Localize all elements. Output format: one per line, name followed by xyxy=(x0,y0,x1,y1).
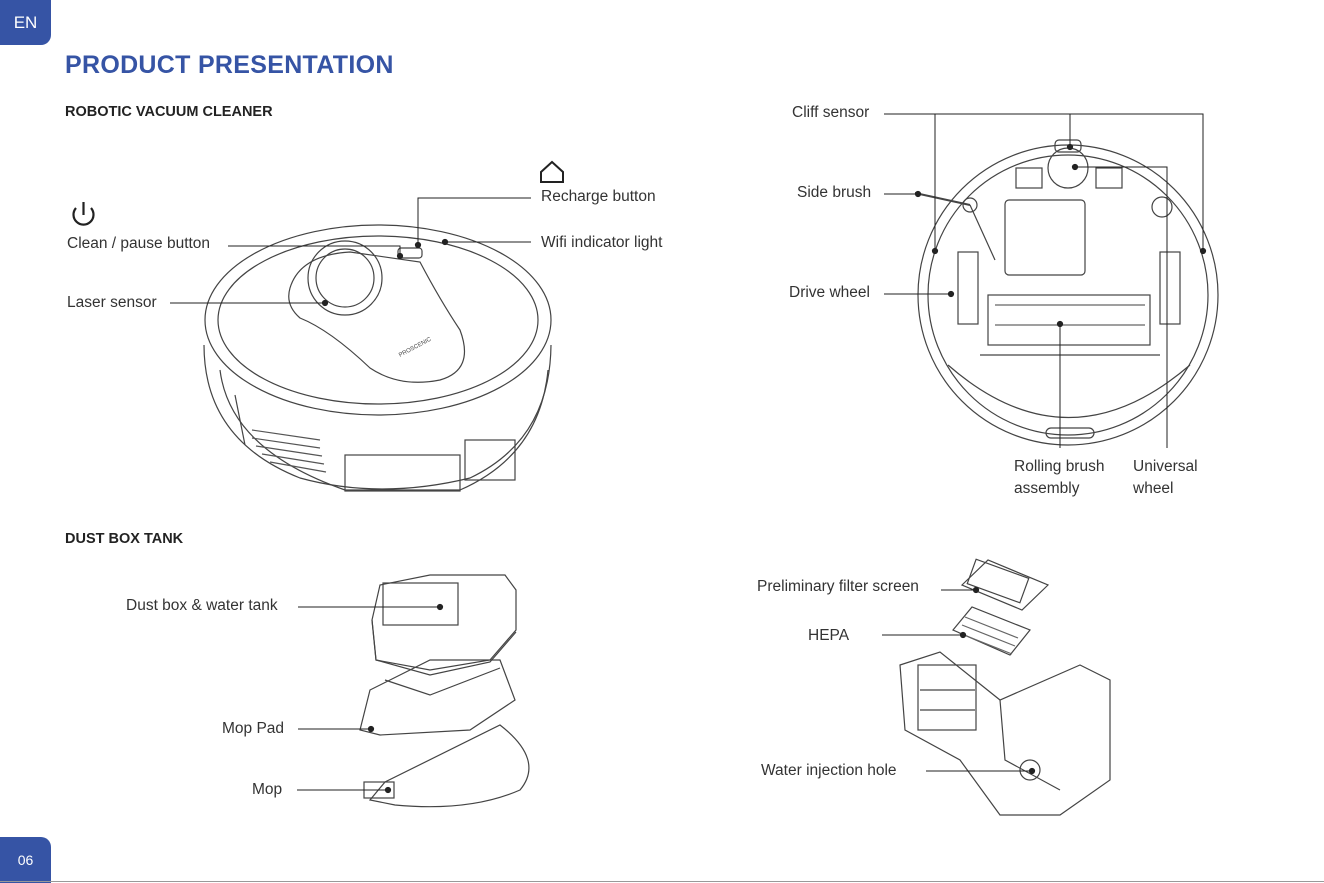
label-dust-box-water-tank: Dust box & water tank xyxy=(126,597,278,614)
label-water-injection-hole: Water injection hole xyxy=(761,762,897,779)
dust-box-internals-illustration xyxy=(899,558,1111,816)
leader-universal-wheel xyxy=(1075,166,1168,448)
page-number: 06 xyxy=(0,837,51,883)
brand-mark: PROSCENIC xyxy=(398,336,433,358)
label-mop: Mop xyxy=(252,781,283,798)
section-robot-heading: ROBOTIC VACUUM CLEANER xyxy=(65,104,273,120)
power-icon xyxy=(72,202,95,226)
leader-clean-pause xyxy=(228,245,401,256)
label-preliminary-filter: Preliminary filter screen xyxy=(757,578,919,595)
home-icon xyxy=(540,160,564,183)
label-rolling-brush-line1: Rolling brush xyxy=(1014,458,1105,475)
language-tab: EN xyxy=(0,0,51,45)
label-mop-pad: Mop Pad xyxy=(222,720,285,737)
page-title: PRODUCT PRESENTATION xyxy=(65,51,394,79)
label-universal-wheel-line2: wheel xyxy=(1133,480,1174,497)
robot-bottom-view xyxy=(914,139,1219,446)
label-rolling-brush-line2: assembly xyxy=(1014,480,1080,497)
label-drive-wheel: Drive wheel xyxy=(789,284,870,301)
label-clean-pause-button: Clean / pause button xyxy=(67,235,211,252)
label-wifi-indicator: Wifi indicator light xyxy=(541,234,663,251)
robot-top-view: PROSCENIC xyxy=(203,224,552,492)
leader-recharge xyxy=(417,197,531,245)
label-hepa: HEPA xyxy=(808,627,850,644)
bottom-rule xyxy=(0,881,1324,882)
label-universal-wheel-line1: Universal xyxy=(1133,458,1198,475)
section-dust-box-heading: DUST BOX TANK xyxy=(65,531,184,547)
label-side-brush: Side brush xyxy=(797,184,872,201)
label-recharge-button: Recharge button xyxy=(541,188,656,205)
dust-box-illustration xyxy=(359,574,530,808)
label-laser-sensor: Laser sensor xyxy=(67,294,157,311)
leader-lines xyxy=(170,113,1207,794)
label-cliff-sensor: Cliff sensor xyxy=(792,104,870,121)
leader-cliff-sensor xyxy=(884,113,1204,251)
